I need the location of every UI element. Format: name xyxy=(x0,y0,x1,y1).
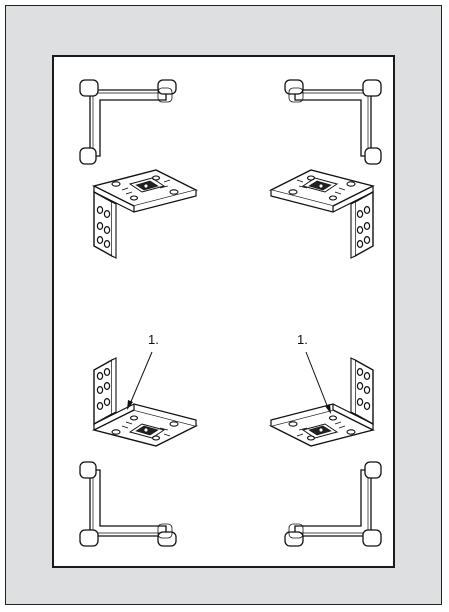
corner-bracket-lower-left xyxy=(93,357,197,447)
callout-leader-right xyxy=(305,351,331,414)
strip-bracket-top-right xyxy=(284,79,382,165)
corner-bracket-upper-left xyxy=(93,169,197,259)
strip-bracket-top-left xyxy=(79,79,177,165)
corner-bracket-lower-right xyxy=(270,357,374,447)
callout-label-right: 1. xyxy=(297,332,308,347)
callout-label-left: 1. xyxy=(148,332,159,347)
callout-leader-left xyxy=(127,351,153,410)
assembly-panel xyxy=(52,55,395,568)
strip-bracket-bottom-left xyxy=(79,461,177,547)
corner-bracket-upper-right xyxy=(270,169,374,259)
strip-bracket-bottom-right xyxy=(284,461,382,547)
